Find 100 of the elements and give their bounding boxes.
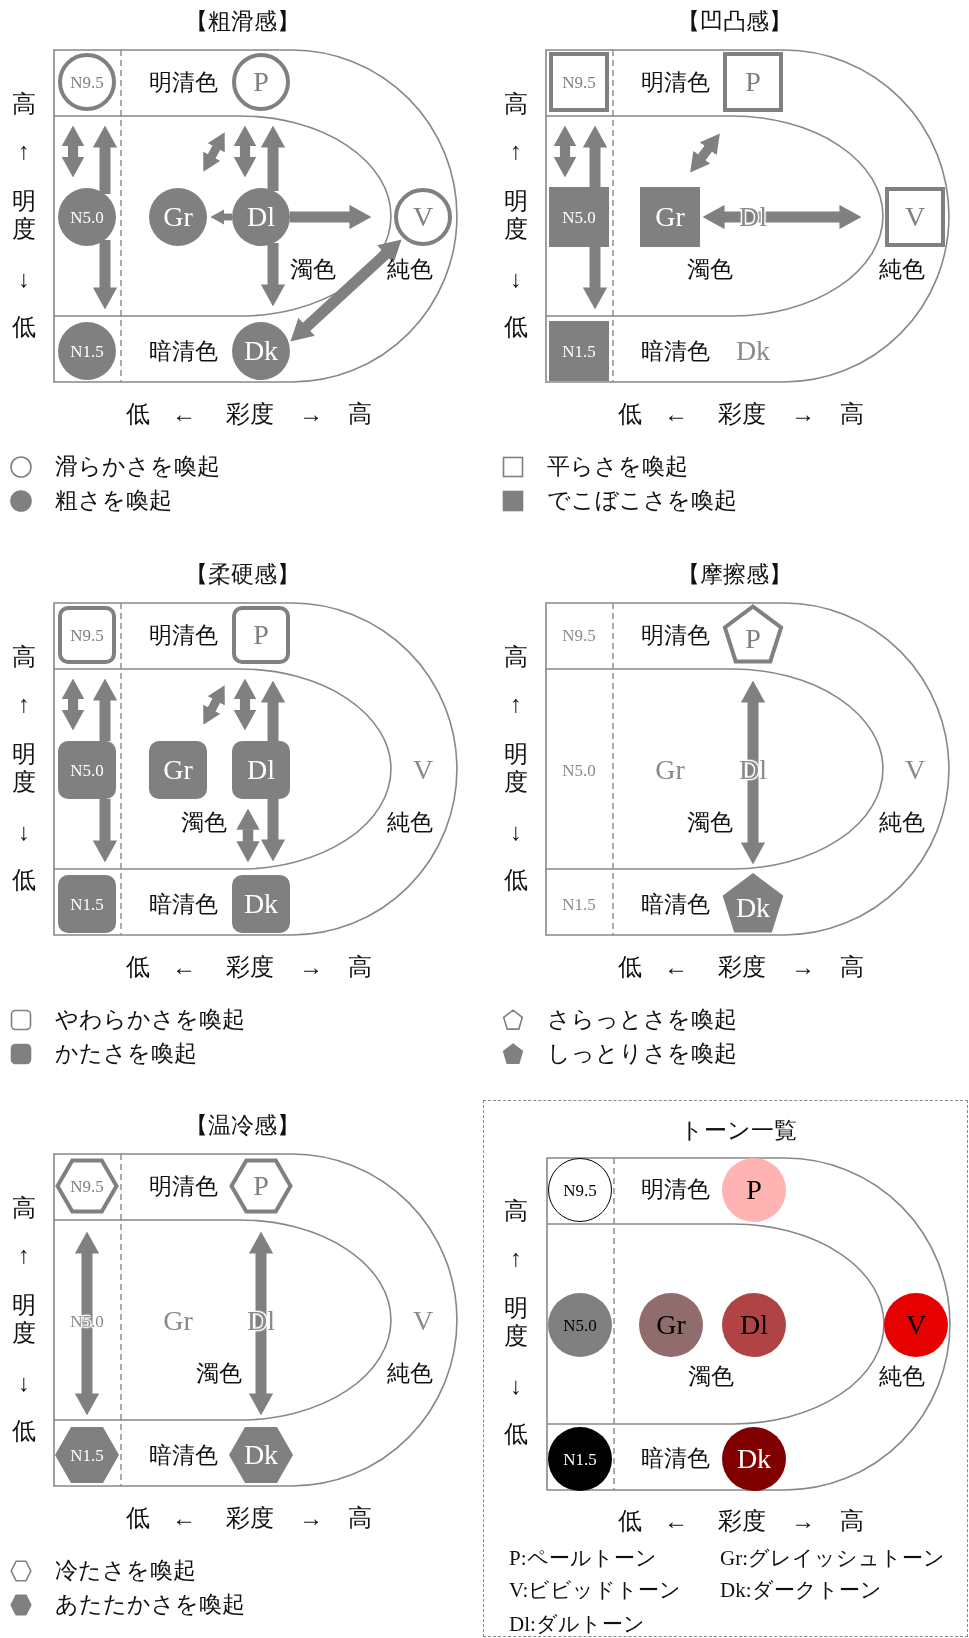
tone-pentagon: Dk <box>721 873 785 935</box>
axis-label: 高 <box>504 645 528 669</box>
double-arrow <box>290 239 402 342</box>
axis-label: → <box>791 1509 815 1533</box>
tone-group-label: 暗清色 <box>148 892 218 916</box>
tone-circle: Dl <box>722 1293 786 1357</box>
axis-label: 高 <box>12 1196 36 1220</box>
axis-label: 低 <box>126 402 150 426</box>
tone-rounded-square: Gr <box>149 741 207 799</box>
arrow <box>92 799 118 863</box>
axis-label: → <box>299 402 323 426</box>
axis-label: 低 <box>618 955 642 979</box>
axis-label: ← <box>172 402 196 426</box>
tone-rounded-square: N5.0 <box>58 741 116 799</box>
axis-label: → <box>299 955 323 979</box>
arrow <box>290 204 372 230</box>
tone-key-text: P:ペールトーン <box>509 1548 657 1569</box>
tone-label: N5.0 <box>562 761 596 779</box>
arrow <box>260 125 286 191</box>
legend-text: かたさを喚起 <box>55 1042 197 1065</box>
axis-label: ← <box>172 1506 196 1530</box>
tone-key-text: Dl:ダルトーン <box>509 1614 645 1635</box>
tone-circle: Dl <box>232 188 290 246</box>
tone-group-label: 明清色 <box>148 623 218 647</box>
tone-group-label: 暗清色 <box>640 1446 710 1470</box>
axis-label: 低 <box>126 1506 150 1530</box>
tone-pentagon: P <box>721 604 785 666</box>
tone-square: P <box>723 52 783 112</box>
axis-label: 明度 <box>504 741 528 797</box>
panel-title: 【摩擦感】 <box>676 562 792 586</box>
axis-label: 低 <box>12 868 36 892</box>
axis-label: ↑ <box>18 1243 30 1267</box>
double-arrow <box>236 808 260 863</box>
legend-text: 滑らかさを喚起 <box>55 455 220 478</box>
double-arrow <box>233 678 257 731</box>
axis-label: 低 <box>504 868 528 892</box>
tone-hexagon: Dk <box>229 1427 293 1483</box>
tone-circle: N9.5 <box>58 53 116 111</box>
axis-label: ↓ <box>18 1371 30 1395</box>
tone-group-label: 純色 <box>387 257 433 281</box>
double-arrow <box>203 132 225 172</box>
tone-rounded-square: Dl <box>232 741 290 799</box>
tone-rounded-square: N1.5 <box>58 875 116 933</box>
axis-label: ↑ <box>510 1246 522 1270</box>
double-arrow <box>553 125 577 178</box>
tone-circle: V <box>884 1293 948 1357</box>
axis-label: ↑ <box>18 139 30 163</box>
axis-label: 彩度 <box>226 955 274 979</box>
tone-group-label: 濁色 <box>181 810 227 834</box>
axis-label: ↑ <box>510 139 522 163</box>
tone-label: V <box>904 756 926 784</box>
axis-label: 低 <box>12 1419 36 1443</box>
tone-circle: Gr <box>639 1293 703 1357</box>
axis-label: 彩度 <box>226 402 274 426</box>
arrow <box>582 247 608 310</box>
axis-label: ← <box>664 1509 688 1533</box>
axis-label: ↓ <box>510 820 522 844</box>
tone-circle: Dk <box>722 1427 786 1491</box>
tone-circle: N9.5 <box>548 1158 612 1222</box>
tone-group-label: 濁色 <box>688 1364 734 1388</box>
tone-square: N1.5 <box>549 321 609 381</box>
arrow <box>210 209 232 225</box>
legend-text: でこぼこさを喚起 <box>547 489 737 512</box>
arrow <box>92 125 118 194</box>
axis-label: 彩度 <box>718 402 766 426</box>
axis-label: ↓ <box>510 267 522 291</box>
tone-overview-box <box>483 1100 968 1637</box>
tone-circle: N1.5 <box>548 1427 612 1491</box>
axis-label: 高 <box>348 402 372 426</box>
tone-group-label: 暗清色 <box>148 1443 218 1467</box>
axis-label: → <box>791 402 815 426</box>
axis-label: ↓ <box>18 820 30 844</box>
axis-label: 低 <box>504 1422 528 1446</box>
panel-title: トーン一覧 <box>679 1118 797 1142</box>
arrow <box>92 240 118 310</box>
axis-label: 彩度 <box>226 1506 274 1530</box>
double-arrow <box>61 678 85 731</box>
axis-label: → <box>791 955 815 979</box>
axis-label: ↑ <box>510 692 522 716</box>
tone-circle: N5.0 <box>548 1293 612 1357</box>
tone-circle: Dk <box>232 322 290 380</box>
tone-square: Gr <box>640 187 700 247</box>
tone-key-text: Gr:グレイッシュトーン <box>720 1548 945 1569</box>
panel-title: 【粗滑感】 <box>184 9 300 33</box>
tone-group-label: 明清色 <box>640 1177 710 1201</box>
axis-label: 高 <box>504 92 528 116</box>
axis-label: 低 <box>618 402 642 426</box>
tone-label: V <box>412 1307 434 1335</box>
axis-label: 低 <box>12 315 36 339</box>
panel-title: 【柔硬感】 <box>184 562 300 586</box>
tone-group-label: 純色 <box>387 810 433 834</box>
panel-title: 【凹凸感】 <box>676 9 792 33</box>
tone-label: N9.5 <box>562 626 596 644</box>
tone-group-label: 暗清色 <box>148 339 218 363</box>
tone-label: Dk <box>735 337 771 365</box>
arrow <box>260 799 286 862</box>
axis-label: 高 <box>840 402 864 426</box>
axis-label: 彩度 <box>718 955 766 979</box>
double-arrow <box>203 685 225 725</box>
axis-label: 高 <box>12 92 36 116</box>
